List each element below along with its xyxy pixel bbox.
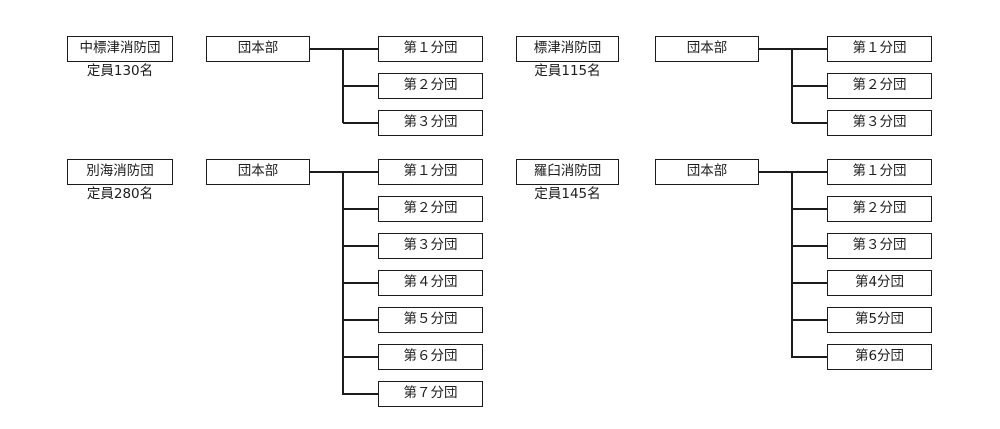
capacity-label: 定員145名 — [534, 186, 601, 202]
connector-line — [343, 393, 378, 395]
division-box: 第6分団 — [827, 344, 932, 370]
division-box: 第１分団 — [378, 36, 483, 62]
division-box: 第３分団 — [827, 110, 932, 136]
connector-line — [343, 208, 378, 210]
division-box: 第６分団 — [378, 344, 483, 370]
division-box: 第３分団 — [378, 233, 483, 259]
division-box: 第１分団 — [827, 159, 932, 185]
hq-box: 団本部 — [655, 36, 759, 62]
connector-line — [310, 48, 378, 50]
capacity-label: 定員115名 — [534, 63, 601, 79]
connector-line — [792, 122, 827, 124]
hq-box: 団本部 — [206, 159, 310, 185]
division-box: 第5分団 — [827, 307, 932, 333]
connector-line — [310, 171, 378, 173]
division-box: 第５分団 — [378, 307, 483, 333]
division-box: 第２分団 — [827, 73, 932, 99]
division-box: 第１分団 — [378, 159, 483, 185]
brigade-name-box: 中標津消防団 — [67, 36, 173, 62]
division-box: 第4分団 — [827, 270, 932, 296]
capacity-label: 定員280名 — [86, 186, 154, 202]
division-box: 第３分団 — [827, 233, 932, 259]
division-box: 第７分団 — [378, 381, 483, 407]
connector-line — [343, 356, 378, 358]
division-box: 第２分団 — [378, 196, 483, 222]
hq-box: 団本部 — [206, 36, 310, 62]
connector-line — [792, 319, 827, 321]
brigade-name-box: 標津消防団 — [516, 36, 619, 62]
division-box: 第２分団 — [378, 73, 483, 99]
connector-line — [343, 122, 378, 124]
division-box: 第１分団 — [827, 36, 932, 62]
connector-line — [343, 245, 378, 247]
capacity-label: 定員130名 — [86, 63, 154, 79]
brigade-name-box: 別海消防団 — [67, 159, 173, 185]
division-box: 第３分団 — [378, 110, 483, 136]
hq-box: 団本部 — [655, 159, 759, 185]
connector-line — [343, 282, 378, 284]
connector-line — [791, 171, 793, 358]
division-box: 第４分団 — [378, 270, 483, 296]
connector-line — [759, 171, 827, 173]
connector-line — [792, 282, 827, 284]
division-box: 第２分団 — [827, 196, 932, 222]
connector-line — [759, 48, 827, 50]
brigade-name-box: 羅臼消防団 — [516, 159, 619, 185]
connector-line — [792, 356, 827, 358]
connector-line — [343, 85, 378, 87]
connector-line — [792, 245, 827, 247]
connector-line — [792, 85, 827, 87]
connector-line — [792, 208, 827, 210]
connector-line — [343, 319, 378, 321]
